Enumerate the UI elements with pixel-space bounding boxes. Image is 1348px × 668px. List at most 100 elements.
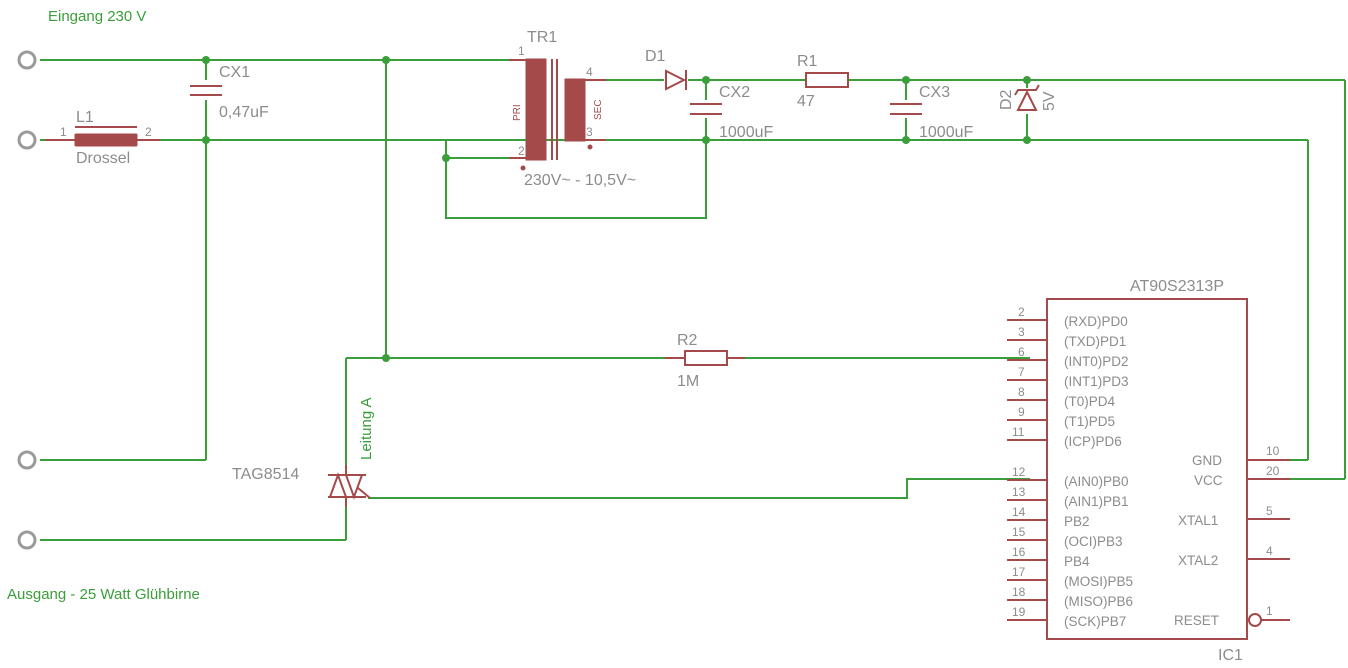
ic1-pin-num: 14 [1012,505,1026,519]
wires [40,59,1346,541]
transformer-tr1[interactable]: TR1 230V~ - 10,5V~ PRI SEC 1 2 4 3 [509,29,636,189]
l1-value: Drossel [76,150,130,167]
tr1-ratio: 230V~ - 10,5V~ [524,172,636,189]
ic1-pin-num: 6 [1018,345,1025,359]
ic1-pin-label: (RXD)PD0 [1064,314,1128,329]
triac-name: TAG8514 [232,466,299,483]
ic1-pin-label: (AIN1)PB1 [1064,494,1129,509]
r1-name: R1 [797,53,818,70]
ic1-at90s2313p[interactable]: AT90S2313P IC1 2 3 6 7 8 9 11 1 [1007,278,1290,664]
ic1-pin-num: 12 [1012,465,1026,479]
ic1-pin-label: GND [1192,453,1222,468]
input-pad-2[interactable] [17,130,37,150]
zener-diode-d2[interactable]: D2 5V [998,84,1058,111]
ic1-pin-label: PB2 [1064,514,1090,529]
ic1-pin-num: 11 [1012,425,1025,439]
ic1-right-pins: 10 20 5 4 1 GND VCC XTAL1 XTAL2 RESET [1174,444,1290,628]
ic1-pin-num: 3 [1018,325,1025,339]
junction [202,136,210,144]
ic1-pin-label: (T1)PD5 [1064,414,1115,429]
junction [902,76,910,84]
input-label: Eingang 230 V [48,8,146,25]
inductor-l1[interactable]: L1 Drossel 1 2 [45,109,160,167]
ic1-pin-label: (TXD)PD1 [1064,334,1126,349]
cx3-name: CX3 [919,84,950,101]
tr1-sec-label: SEC [593,99,604,120]
tr1-pin3: 3 [586,125,593,139]
junction [902,136,910,144]
wire-triac-gate [368,478,1030,499]
capacitor-cx1[interactable]: CX1 0,47uF [190,64,269,121]
ic1-pin-label: VCC [1194,473,1223,488]
d2-name: D2 [998,89,1015,110]
d2-value: 5V [1041,91,1058,111]
ic1-pin-label: RESET [1174,613,1219,628]
cx1-name: CX1 [219,64,250,81]
resistor-r2[interactable]: R2 1M [665,332,745,390]
ic1-pin-num: 1 [1266,604,1273,618]
ic1-pin-num: 17 [1012,565,1026,579]
ic1-body [1046,298,1248,640]
junction [702,76,710,84]
tr1-pin1: 1 [518,44,525,58]
cx3-value: 1000uF [919,124,973,141]
ic1-pin-label: (SCK)PB7 [1064,614,1126,629]
tr1-name: TR1 [527,29,557,46]
ic1-pin-label: (ICP)PD6 [1064,434,1122,449]
junction [202,56,210,64]
ic1-pin-num: 5 [1266,504,1273,518]
ic1-pin-label: PB4 [1064,554,1090,569]
output-label: Ausgang - 25 Watt Glühbirne [7,586,200,603]
ic1-pin-label: XTAL2 [1178,553,1218,568]
ic1-pin-label: (T0)PD4 [1064,394,1115,409]
ic1-pin-num: 20 [1266,464,1280,478]
ic1-pin-num: 19 [1012,605,1026,619]
junction [382,56,390,64]
input-pad-1[interactable] [17,50,37,70]
junction [442,154,450,162]
d1-name: D1 [645,48,666,65]
diode-d1[interactable]: D1 [645,48,687,91]
r1-value: 47 [797,93,815,110]
l1-pin1: 1 [60,125,67,139]
ic1-pin-label: (INT1)PD3 [1064,374,1129,389]
r2-value: 1M [677,373,699,390]
cx1-value: 0,47uF [219,104,269,121]
l1-name: L1 [76,109,94,126]
cx2-value: 1000uF [719,124,773,141]
output-pad-1[interactable] [17,450,37,470]
resistor-r1[interactable]: R1 47 [797,53,849,110]
ic1-pin-label: (MISO)PB6 [1064,594,1133,609]
ic1-pin-num: 9 [1018,405,1025,419]
ic1-pin-num: 16 [1012,545,1026,559]
triac-tag8514[interactable]: TAG8514 [232,465,371,507]
l1-pin2: 2 [145,125,152,139]
tr1-pri-label: PRI [512,104,523,121]
ic1-pin-num: 4 [1266,544,1273,558]
ic1-name: IC1 [1218,647,1243,664]
ic1-pin-label: (OCI)PB3 [1064,534,1123,549]
pads [17,50,37,550]
ic1-pin-num: 15 [1012,525,1026,539]
ic1-pin-num: 2 [1018,305,1025,319]
ic1-pin-num: 8 [1018,385,1025,399]
junction [1023,76,1031,84]
r2-name: R2 [677,332,698,349]
cx2-name: CX2 [719,84,750,101]
wire-loop [445,140,707,219]
capacitor-cx3[interactable]: CX3 1000uF [890,84,973,141]
junction [1023,136,1031,144]
output-pad-2[interactable] [17,530,37,550]
tr1-pin4: 4 [586,65,593,79]
ic1-pin-label: (INT0)PD2 [1064,354,1129,369]
junctions [202,56,1031,362]
junction [702,136,710,144]
ic1-pin-num: 7 [1018,365,1025,379]
tr1-pin2: 2 [518,144,525,158]
junction [382,354,390,362]
capacitor-cx2[interactable]: CX2 1000uF [690,84,773,141]
ic1-pin-label: XTAL1 [1178,513,1218,528]
line-a-label: Leitung A [358,397,375,460]
ic1-pin-label: (MOSI)PB5 [1064,574,1133,589]
